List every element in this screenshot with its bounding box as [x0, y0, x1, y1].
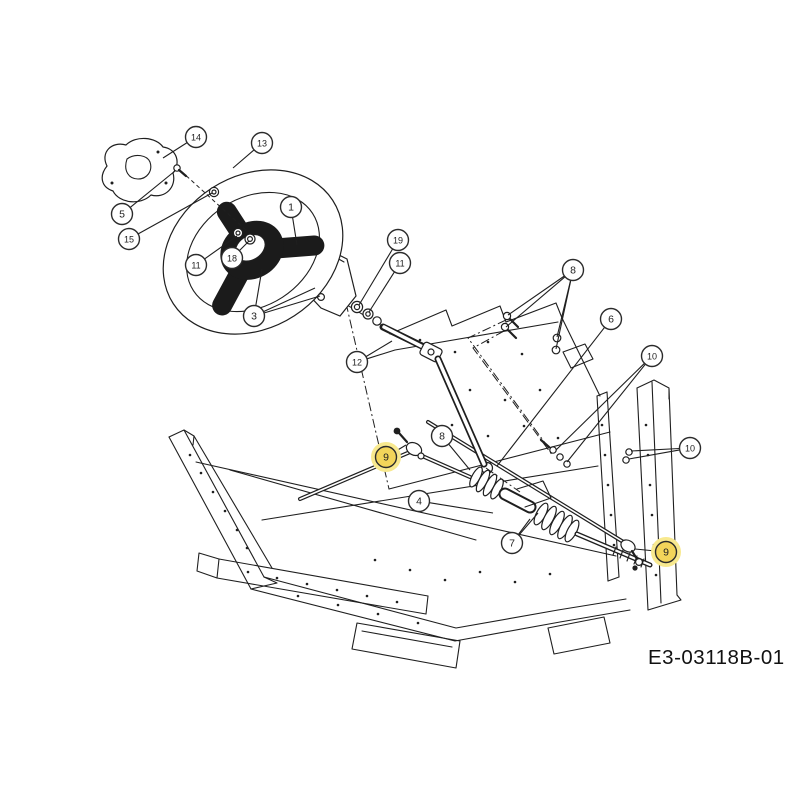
- callout-leader-line: [517, 518, 531, 535]
- callout-number: 3: [251, 311, 257, 323]
- part-callout-9[interactable]: 9: [371, 442, 401, 472]
- part-callout-1[interactable]: 1: [279, 195, 303, 219]
- callout-number: 10: [685, 444, 695, 454]
- callout-leader-line: [566, 363, 646, 463]
- steering-wheel-cap: [101, 137, 178, 203]
- callout-number: 19: [393, 236, 403, 246]
- callout-circle: [250, 131, 274, 155]
- part-callout-19[interactable]: 19: [386, 228, 410, 252]
- callout-circle: [500, 531, 524, 555]
- callout-leader-line: [255, 268, 263, 306]
- part-callout-10[interactable]: 10: [678, 436, 702, 460]
- callout-number: 7: [509, 538, 515, 550]
- callout-leader-line: [518, 512, 539, 536]
- callout-number: 9: [663, 547, 669, 559]
- callout-leader-line: [630, 447, 680, 452]
- steering-shaft: [257, 246, 521, 493]
- callout-circle: [374, 445, 398, 469]
- part-callout-3[interactable]: 3: [242, 304, 266, 328]
- steering-wheel-fasteners: [173, 164, 256, 245]
- callout-leader-line: [555, 362, 645, 451]
- callout-number: 11: [191, 261, 200, 271]
- callout-circle: [184, 125, 208, 149]
- part-callout-18[interactable]: 18: [220, 246, 244, 270]
- callout-circle: [386, 228, 410, 252]
- callout-circle: [430, 424, 454, 448]
- callout-leader-line: [162, 142, 188, 159]
- part-callout-12[interactable]: 12: [345, 350, 369, 374]
- callout-circle: [678, 436, 702, 460]
- callout-number: 14: [191, 133, 201, 143]
- callout-circle: [654, 540, 678, 564]
- tie-rod: [426, 420, 627, 545]
- callout-number: 5: [119, 209, 125, 221]
- part-callout-5[interactable]: 5: [110, 202, 134, 226]
- shaft-bushing-washer-nut: [350, 300, 382, 326]
- callout-leader-line: [358, 248, 394, 306]
- part-callout-14[interactable]: 14: [184, 125, 208, 149]
- callout-circle: [242, 304, 266, 328]
- callout-leader-line: [429, 502, 494, 514]
- callout-leader-line: [505, 276, 566, 328]
- ball-joint-left: [393, 427, 425, 460]
- callout-leader-line: [129, 170, 176, 208]
- callout-number: 15: [124, 235, 134, 245]
- callout-leader-line: [292, 217, 298, 246]
- callout-number: 4: [416, 496, 422, 508]
- callout-number: 10: [647, 352, 657, 362]
- callout-number: 8: [439, 431, 445, 443]
- part-callout-8[interactable]: 8: [430, 424, 454, 448]
- callout-circle: [599, 307, 623, 331]
- callout-number: 9: [383, 452, 389, 464]
- callout-leader-line: [507, 275, 565, 316]
- part-callout-10[interactable]: 10: [640, 344, 664, 368]
- part-callout-9[interactable]: 9: [651, 537, 681, 567]
- diagram-code: E3-03118B-01: [648, 646, 785, 669]
- callout-leader-line: [366, 349, 396, 360]
- callout-number: 13: [257, 139, 267, 149]
- callout-circle: [388, 251, 412, 275]
- callout-leader-line: [365, 340, 393, 358]
- callout-leader-line: [263, 295, 321, 314]
- callout-leader-line: [555, 280, 572, 350]
- chassis-frame: [168, 302, 682, 669]
- callout-number: 1: [288, 202, 294, 214]
- callout-leader-line: [263, 287, 316, 313]
- part-callout-11[interactable]: 11: [184, 253, 208, 277]
- part-callout-7[interactable]: 7: [500, 531, 524, 555]
- callout-number: 12: [352, 358, 362, 368]
- steering-gear-assembly: [469, 461, 653, 568]
- callout-leader-line: [232, 149, 255, 169]
- callout-circle: [220, 246, 244, 270]
- part-callout-15[interactable]: 15: [117, 227, 141, 251]
- callout-circle: [640, 344, 664, 368]
- callout-number: 8: [570, 265, 576, 277]
- callout-leader-line: [239, 240, 250, 251]
- callout-leader-line: [137, 192, 213, 235]
- callout-circle: [561, 258, 585, 282]
- ball-joint-right: [620, 539, 643, 571]
- gear-mounting-hardware: [539, 438, 633, 468]
- part-callout-13[interactable]: 13: [250, 131, 274, 155]
- callout-leader-line: [628, 449, 680, 460]
- callout-circle: [345, 350, 369, 374]
- callout-leader-line: [448, 443, 471, 471]
- callout-circle: [184, 253, 208, 277]
- callout-number: 6: [608, 314, 614, 326]
- part-callout-6[interactable]: 6: [599, 307, 623, 331]
- callout-number: 11: [395, 259, 404, 269]
- callout-circle: [110, 202, 134, 226]
- callout-leader-line: [496, 326, 606, 467]
- callout-circle: [117, 227, 141, 251]
- part-callout-11[interactable]: 11: [388, 251, 412, 275]
- callout-leader-line: [204, 235, 238, 260]
- part-callout-4[interactable]: 4: [407, 489, 431, 513]
- callout-circle: [407, 489, 431, 513]
- callout-leader-line: [368, 271, 395, 313]
- callout-layer: 14 13 5 15 11 18 1 19 11 3 12 8 6 10 9 8 4 7 10 9: [110, 125, 702, 567]
- part-callout-8[interactable]: 8: [561, 258, 585, 282]
- callout-circle: [279, 195, 303, 219]
- callout-number: 18: [227, 254, 237, 264]
